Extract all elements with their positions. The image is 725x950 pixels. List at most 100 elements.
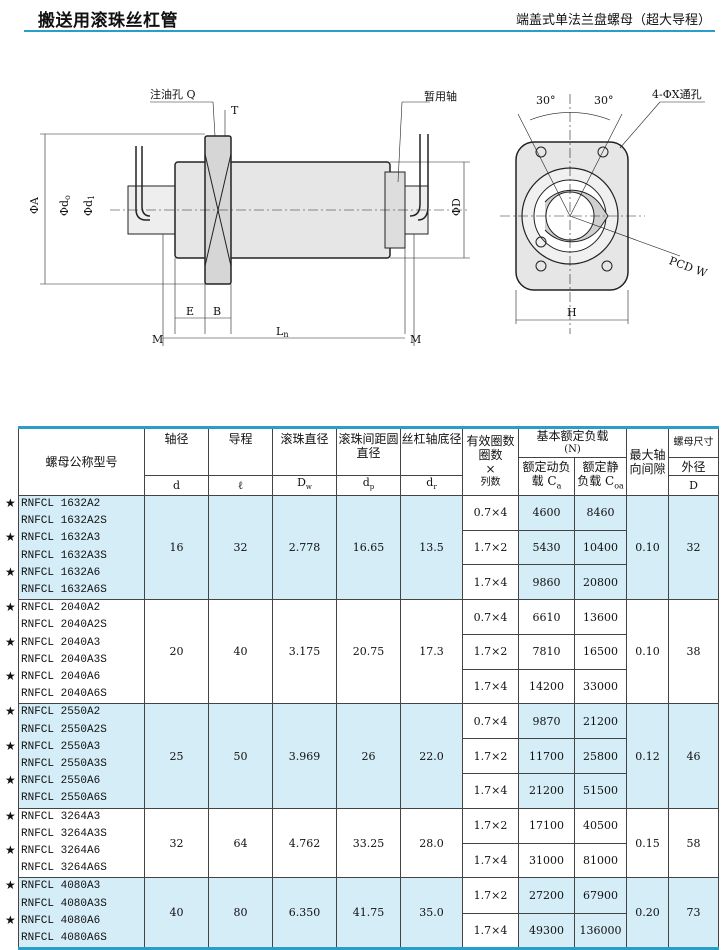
cell-dyn: 49300 [518,912,575,950]
model-name: RNFCL 1632A2S [21,515,107,528]
cell-dyn: 31000 [518,842,575,879]
m-right-label: M [410,333,421,346]
model-name: RNFCL 1632A3S [21,549,107,562]
star-icon: ★ [5,809,16,824]
cell-stat: 21200 [573,703,628,740]
phid1-label: Φd1 [82,195,96,216]
star-icon: ★ [5,670,16,685]
th-stat: 额定静 负载 Coa [573,457,628,496]
cell-outer: 38 [668,599,720,705]
cell-turns: 0.7×4 [462,599,519,635]
model-item: ★ RNFCL 2550A6 [5,773,144,790]
th-nut-size: 螺母尺寸 [668,427,720,458]
model-name: RNFCL 3264A3 [21,810,101,823]
model-item: RNFCL 3264A3S [21,826,144,843]
cell-d: 25 [144,703,209,809]
model-name: RNFCL 2040A2S [21,619,107,632]
th-model: 螺母公称型号 [18,427,145,496]
cell-dyn: 21200 [518,772,575,809]
cell-stat: 51500 [573,772,628,809]
spec-table-wrap: 螺母公称型号 轴径 导程 滚珠直径 滚珠间距圆直径 丝杠轴底径 有效圈数 圈数 … [5,426,720,950]
spec-table: 螺母公称型号 轴径 导程 滚珠直径 滚珠间距圆直径 丝杠轴底径 有效圈数 圈数 … [5,426,720,950]
star-icon: ★ [5,601,16,616]
cell-turns: 1.7×4 [462,912,519,950]
th-clearance: 最大轴 向间隙 [626,427,670,496]
cell-turns: 1.7×4 [462,772,519,809]
cell-pcd: 16.65 [336,494,401,601]
star-icon: ★ [5,913,16,928]
cell-dyn: 17100 [518,807,575,844]
cell-turns: 1.7×2 [462,807,519,844]
model-name: RNFCL 2040A6 [21,671,101,684]
model-item: ★RNFCL 3264A6 [5,843,144,860]
pcd-label: PCD W [667,254,709,280]
model-name: RNFCL 1632A6 [21,566,101,579]
cell-turns: 1.7×2 [462,877,519,914]
th-pcd-sym: dp [336,475,401,496]
cell-pcd: 33.25 [336,807,401,879]
cell-ball: 2.778 [272,494,337,601]
cell-turns: 1.7×4 [462,842,519,879]
model-name: RNFCL 1632A2 [21,498,101,510]
star-icon: ★ [5,531,16,546]
header-rule [24,30,715,32]
model-item: ★RNFCL 2040A3 [5,635,144,652]
cell-dyn: 27200 [518,877,575,914]
model-item: ★RNFCL 1632A3 [5,530,144,547]
cell-lead: 80 [208,877,273,950]
cell-dyn: 11700 [518,738,575,774]
th-ball-sym: Dw [272,475,337,496]
cell-root: 13.5 [400,494,463,601]
th-lead-sym: ℓ [208,475,273,496]
cell-stat: 33000 [573,668,628,705]
cell-dyn: 14200 [518,668,575,705]
model-name: RNFCL 2040A3S [21,653,107,666]
th-outer: 外径 [668,457,720,476]
cell-pcd: 26 [336,703,401,809]
star-icon: ★ [5,774,16,789]
cell-ball: 6.350 [272,877,337,950]
through-hole-label: 4-ΦX通孔 [652,88,702,101]
model-name: RNFCL 2550A2 [21,706,101,719]
model-name: RNFCL 2040A6S [21,688,107,701]
star-icon: ★ [5,565,16,580]
cell-stat: 8460 [573,495,628,531]
cell-dyn: 9870 [518,703,575,740]
cell-lead: 64 [208,807,273,879]
cell-stat: 40500 [573,807,628,844]
th-root: 丝杠轴底径 [400,427,463,476]
th-turns: 有效圈数 圈数 × 列数 [462,427,519,496]
cell-d: 20 [144,599,209,705]
cell-clearance: 0.20 [626,877,670,950]
cell-ball: 4.762 [272,807,337,879]
cell-outer: 58 [668,807,720,879]
cell-turns: 1.7×2 [462,633,519,670]
model-name: RNFCL 2550A6 [21,775,101,788]
model-name: RNFCL 2040A3 [21,636,101,649]
ln-label: Ln [276,325,288,339]
angle-right-label: 30° [594,94,614,107]
cell-lead: 50 [208,703,273,809]
th-ball-dia: 滚珠直径 [272,427,337,476]
angle-left-label: 30° [536,94,556,107]
model-name: RNFCL 3264A3S [21,827,107,840]
t-label: T [231,104,239,117]
th-root-sym: dr [400,475,463,496]
model-name: RNFCL 4080A6 [21,914,101,927]
model-item: ★RNFCL 2040A2 [5,600,144,617]
phid0-label: Φdo [58,195,72,216]
model-item: RNFCL 1632A6S [21,582,144,599]
star-icon: ★ [5,497,16,511]
model-item: ★ RNFCL 4080A6 [5,913,144,930]
model-item: RNFCL 3264A6S [21,860,144,877]
cell-d: 16 [144,494,209,601]
cell-ball: 3.969 [272,703,337,809]
